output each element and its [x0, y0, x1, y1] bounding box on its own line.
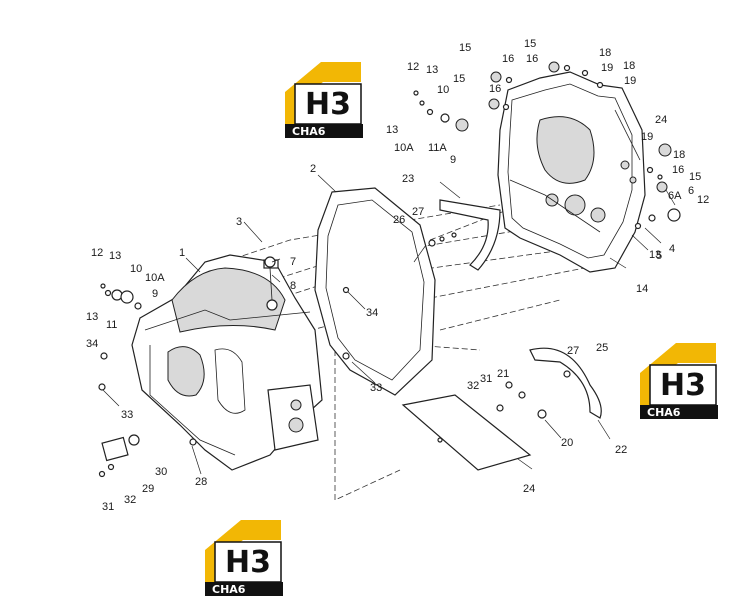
label-16-d: 16 — [672, 164, 684, 176]
label-10-right: 10 — [437, 84, 449, 96]
logo-word: CHA6 — [647, 406, 681, 419]
label-13-right: 13 — [649, 249, 661, 261]
label-13-top-a: 13 — [426, 64, 438, 76]
label-22: 22 — [615, 444, 627, 456]
label-34-right: 34 — [366, 307, 378, 319]
label-16-b: 16 — [489, 83, 501, 95]
label-1: 1 — [179, 247, 185, 259]
label-20: 20 — [561, 437, 573, 449]
cover-plate-23 — [439, 199, 501, 271]
label-33-right: 33 — [370, 382, 382, 394]
label-14: 14 — [636, 283, 648, 295]
label-18-b: 18 — [623, 60, 635, 72]
label-19-c: 19 — [641, 131, 653, 143]
label-10a-right: 10A — [394, 142, 414, 154]
label-2: 2 — [310, 163, 316, 175]
watermark-logo-top: H3 CHA6 — [285, 62, 363, 138]
label-24-right: 24 — [655, 114, 667, 126]
rear-housing — [497, 71, 646, 273]
fasteners — [98, 61, 681, 478]
label-7: 7 — [290, 256, 296, 268]
label-10-left: 10 — [130, 263, 142, 275]
label-24-bottom: 24 — [523, 483, 535, 495]
label-18-c: 18 — [673, 149, 685, 161]
watermark-logo-bottom: H3 CHA6 — [205, 520, 283, 596]
bottom-plate — [401, 394, 532, 471]
leader-lines — [102, 174, 676, 475]
logo-mark: H3 — [225, 545, 271, 580]
front-housing — [131, 254, 323, 471]
label-6: 6 — [688, 185, 694, 197]
label-15-b: 15 — [453, 73, 465, 85]
label-31-left: 31 — [102, 501, 114, 513]
logo-mark: H3 — [305, 87, 351, 122]
label-21: 21 — [497, 368, 509, 380]
watermark-logo-right: H3 CHA6 — [640, 343, 718, 419]
label-27-top: 27 — [412, 206, 424, 218]
label-19-b: 19 — [624, 75, 636, 87]
label-15-d: 15 — [689, 171, 701, 183]
label-12-left: 12 — [91, 247, 103, 259]
cover-plate-22 — [529, 347, 602, 419]
label-34-left: 34 — [86, 338, 98, 350]
label-30: 30 — [155, 466, 167, 478]
logo-mark: H3 — [660, 368, 706, 403]
label-13-left-a: 13 — [109, 250, 121, 262]
logo-word: CHA6 — [212, 583, 246, 596]
label-15-c: 15 — [524, 38, 536, 50]
label-16-c: 16 — [526, 53, 538, 65]
logo-word: CHA6 — [292, 125, 326, 138]
label-19-a: 19 — [601, 62, 613, 74]
label-28: 28 — [195, 476, 207, 488]
label-13-top-b: 13 — [386, 124, 398, 136]
label-11: 11 — [106, 319, 117, 331]
callout-labels: 1 2 3 4 5 6 6A 7 8 9 9 10 10 10A 10A 11 … — [86, 38, 709, 513]
gasket-plate — [314, 187, 436, 396]
label-16-a: 16 — [502, 53, 514, 65]
label-3: 3 — [236, 216, 242, 228]
label-27-right: 27 — [567, 345, 579, 357]
label-12-top: 12 — [407, 61, 419, 73]
label-32-right: 32 — [467, 380, 479, 392]
label-9-left: 9 — [152, 288, 158, 300]
label-12-right: 12 — [697, 194, 709, 206]
label-6a: 6A — [668, 190, 682, 202]
label-11a: 11A — [428, 142, 447, 154]
label-29: 29 — [142, 483, 154, 495]
label-13-left-b: 13 — [86, 311, 98, 323]
label-9-right: 9 — [450, 154, 456, 166]
label-23: 23 — [402, 173, 414, 185]
label-32-left: 32 — [124, 494, 136, 506]
label-5: 5 — [656, 250, 662, 262]
label-4: 4 — [669, 243, 675, 255]
label-25: 25 — [596, 342, 608, 354]
label-15-a: 15 — [459, 42, 471, 54]
label-18-a: 18 — [599, 47, 611, 59]
label-31-right: 31 — [480, 373, 492, 385]
label-8: 8 — [290, 280, 296, 292]
label-26: 26 — [393, 214, 405, 226]
label-10a-left: 10A — [145, 272, 165, 284]
label-33-left: 33 — [121, 409, 133, 421]
